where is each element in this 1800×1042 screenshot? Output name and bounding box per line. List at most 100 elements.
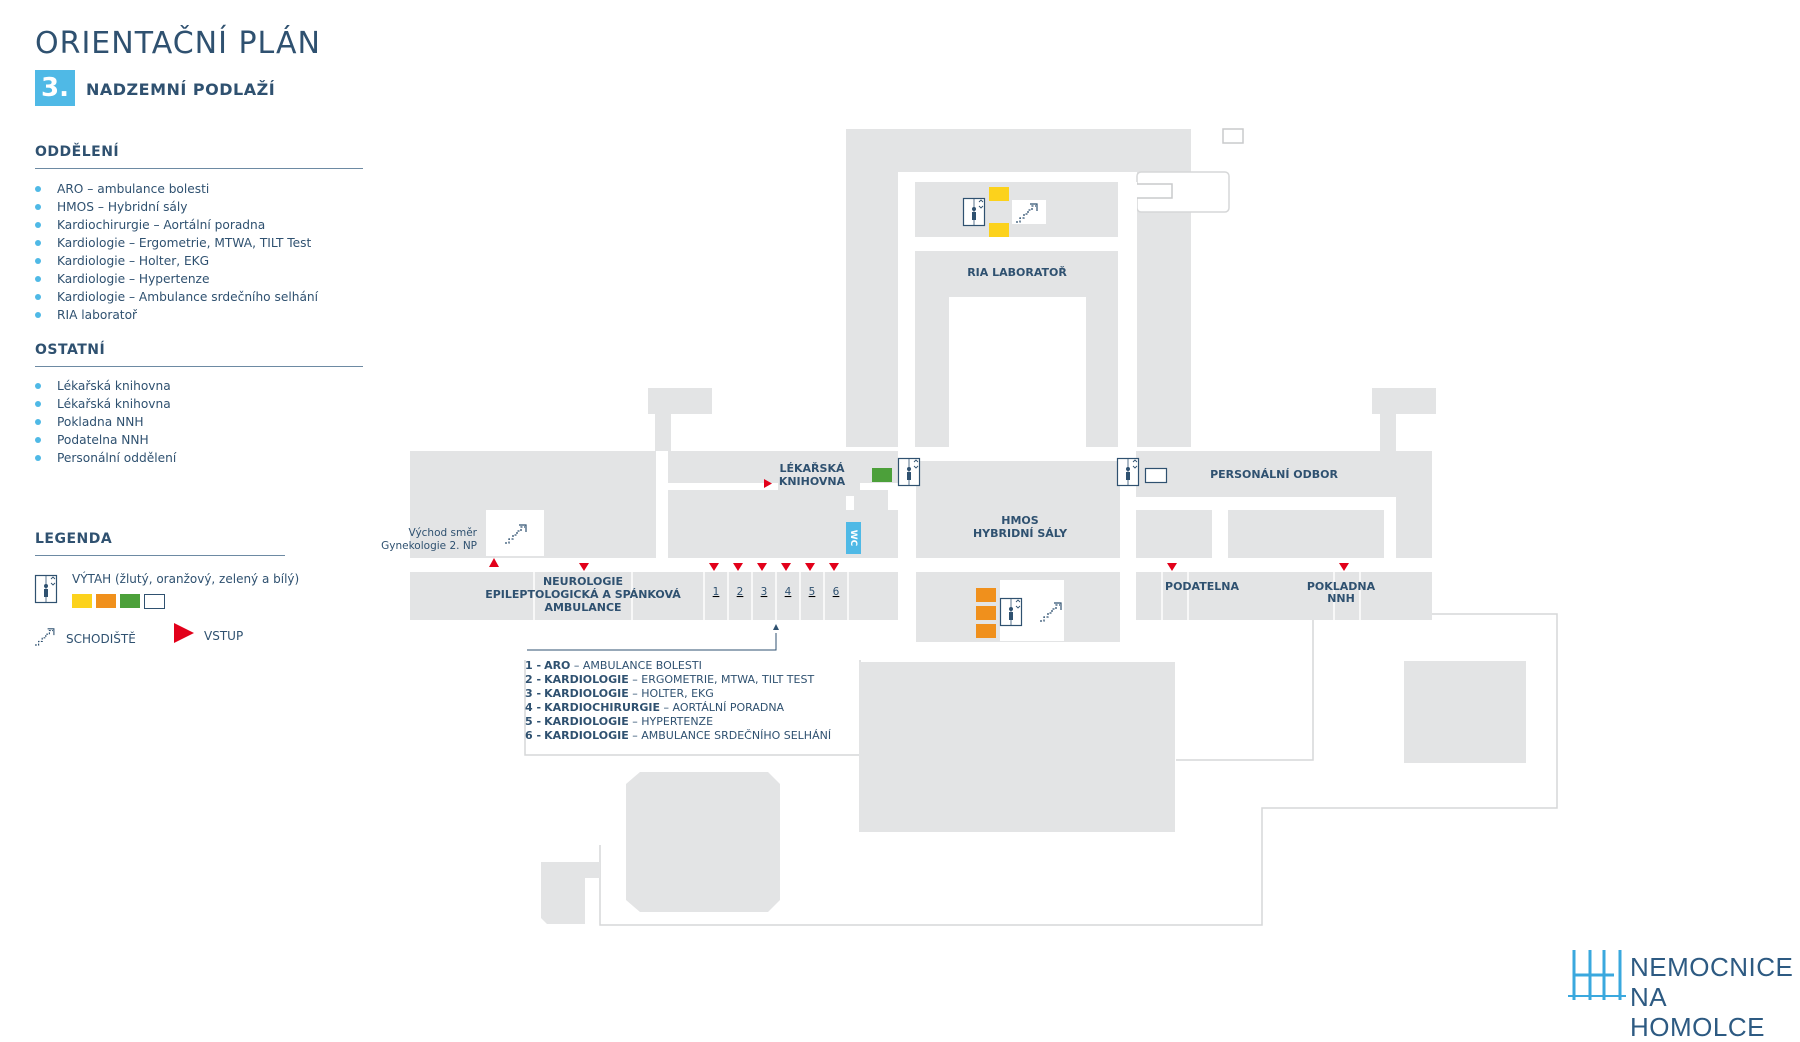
other-item[interactable]: Lékařská knihovna xyxy=(35,377,176,395)
other-item[interactable]: Personální oddělení xyxy=(35,449,176,467)
hmos-label[interactable]: HMOS xyxy=(1001,514,1039,527)
entrance-icon[interactable] xyxy=(757,563,767,571)
exit-label: Gynekologie 2. NP xyxy=(381,540,477,552)
clinic-item[interactable]: 2 -KARDIOLOGIE – ERGOMETRIE, MTWA, TILT … xyxy=(525,673,814,686)
library-room xyxy=(778,454,860,496)
departments-list: ARO – ambulance bolesti HMOS – Hybridní … xyxy=(35,180,318,324)
floor-number-badge: 3. xyxy=(35,70,75,106)
legend-heading: LEGENDA xyxy=(35,531,113,547)
elevator-orange[interactable] xyxy=(976,606,996,620)
hospital-logo: NEMOCNICE NA HOMOLCE xyxy=(1630,952,1800,1042)
entrances xyxy=(489,479,1349,571)
callout-line xyxy=(527,633,777,651)
neurology-label[interactable]: AMBULANCE xyxy=(544,601,621,614)
map-labels: RIA LABORATOŘ LÉKAŘSKÁ KNIHOVNA HMOS HYB… xyxy=(485,266,1375,614)
wc-marker[interactable] xyxy=(846,522,861,554)
legend-stairs-label: SCHODIŠTĚ xyxy=(66,632,136,646)
wc-label: WC xyxy=(848,530,858,547)
clinic-item[interactable]: 5 -KARDIOLOGIE – HYPERTENZE xyxy=(525,715,713,728)
entrance-icon[interactable] xyxy=(1339,563,1349,571)
room-number[interactable]: 2 xyxy=(737,586,744,598)
elevator-green[interactable] xyxy=(872,468,892,482)
entrance-icon[interactable] xyxy=(781,563,791,571)
neurology-label[interactable]: NEUROLOGIE xyxy=(543,575,623,588)
legend-entrance-label: VSTUP xyxy=(204,629,244,643)
page-title: ORIENTAČNÍ PLÁN xyxy=(35,26,321,61)
clinic-item[interactable]: 3 -KARDIOLOGIE – HOLTER, EKG xyxy=(525,687,714,700)
room-number[interactable]: 3 xyxy=(761,586,768,598)
room-numbers: 1 2 3 4 5 6 xyxy=(713,586,840,598)
logo-line: NA HOMOLCE xyxy=(1630,982,1765,1042)
room-number[interactable]: 5 xyxy=(809,586,816,598)
neurology-label[interactable]: EPILEPTOLOGICKÁ A SPÁNKOVÁ xyxy=(485,588,681,601)
other-item[interactable]: Podatelna NNH xyxy=(35,431,176,449)
elevator-yellow[interactable] xyxy=(989,223,1009,237)
library-label[interactable]: KNIHOVNA xyxy=(779,475,846,488)
room-number[interactable]: 1 xyxy=(713,586,720,598)
other-item[interactable]: Lékařská knihovna xyxy=(35,395,176,413)
elevator-orange[interactable] xyxy=(976,624,996,638)
legend-divider xyxy=(35,555,285,556)
callout-arrow-icon xyxy=(773,624,779,630)
elevator-icon[interactable] xyxy=(999,597,1023,627)
pokladna-label[interactable]: NNH xyxy=(1327,592,1355,605)
legend-yellow-swatch xyxy=(72,594,92,608)
legend-orange-swatch xyxy=(96,594,116,608)
department-item[interactable]: ARO – ambulance bolesti xyxy=(35,180,318,198)
hospital-logo-icon xyxy=(1568,950,1626,1000)
hmos-label[interactable]: HYBRIDNÍ SÁLY xyxy=(973,527,1068,540)
department-item[interactable]: Kardiologie – Holter, EKG xyxy=(35,252,318,270)
entrance-icon[interactable] xyxy=(829,563,839,571)
corridors xyxy=(481,171,1553,661)
others-heading: OSTATNÍ xyxy=(35,342,106,358)
legend-elevator-label: VÝTAH (žlutý, oranžový, zelený a bílý) xyxy=(72,572,300,586)
entrance-icon[interactable] xyxy=(579,563,589,571)
elevator-orange[interactable] xyxy=(976,588,996,602)
legend-elevator-icon xyxy=(34,574,58,604)
entrance-icon[interactable] xyxy=(709,563,719,571)
department-item[interactable]: Kardiologie – Hypertenze xyxy=(35,270,318,288)
entrance-icon[interactable] xyxy=(489,558,499,567)
clinic-item[interactable]: 1 -ARO – AMBULANCE BOLESTI xyxy=(525,659,702,672)
department-item[interactable]: Kardiochirurgie – Aortální poradna xyxy=(35,216,318,234)
entrance-icon[interactable] xyxy=(1167,563,1177,571)
entrance-icon[interactable] xyxy=(805,563,815,571)
clinic-item[interactable]: 6 -KARDIOLOGIE – AMBULANCE SRDEČNÍHO SEL… xyxy=(525,729,831,742)
elevator-icon[interactable] xyxy=(1116,457,1140,487)
logo-line: NEMOCNICE xyxy=(1630,952,1794,982)
legend-entrance-icon xyxy=(174,623,194,643)
library-label[interactable]: LÉKAŘSKÁ xyxy=(780,462,845,475)
room-number[interactable]: 4 xyxy=(785,586,792,598)
others-list: Lékařská knihovna Lékařská knihovna Pokl… xyxy=(35,377,176,467)
departments-divider xyxy=(35,168,363,169)
exit-labels: Východ směr Gynekologie 2. NP xyxy=(381,527,478,552)
elevator-yellow[interactable] xyxy=(989,187,1009,201)
elevator-icon[interactable] xyxy=(897,457,921,487)
department-item[interactable]: HMOS – Hybridní sály xyxy=(35,198,318,216)
room-number[interactable]: 6 xyxy=(833,586,840,598)
departments-heading: ODDĚLENÍ xyxy=(35,144,120,160)
ria-label[interactable]: RIA LABORATOŘ xyxy=(967,266,1067,279)
legend-green-swatch xyxy=(120,594,140,608)
personnel-label[interactable]: PERSONÁLNÍ ODBOR xyxy=(1210,468,1338,481)
stairs-area-north xyxy=(1012,200,1046,224)
elevator-white[interactable] xyxy=(1144,467,1168,484)
podatelna-label[interactable]: PODATELNA xyxy=(1165,580,1239,593)
legend-stairs-icon xyxy=(34,628,55,646)
exit-label: Východ směr xyxy=(409,527,478,539)
stairs-area-west xyxy=(486,510,544,556)
room-dividers xyxy=(533,572,1361,620)
floor-name: NADZEMNÍ PODLAŽÍ xyxy=(86,80,276,99)
department-item[interactable]: RIA laboratoř xyxy=(35,306,318,324)
entrance-icon[interactable] xyxy=(764,479,772,488)
department-item[interactable]: Kardiologie – Ambulance srdečního selhán… xyxy=(35,288,318,306)
elevator-icon[interactable] xyxy=(962,197,986,227)
other-item[interactable]: Pokladna NNH xyxy=(35,413,176,431)
pokladna-label[interactable]: POKLADNA xyxy=(1307,580,1376,593)
legend-white-swatch xyxy=(144,594,165,609)
clinic-item[interactable]: 4 -KARDIOCHIRURGIE – AORTÁLNÍ PORADNA xyxy=(525,701,785,714)
department-item[interactable]: Kardiologie – Ergometrie, MTWA, TILT Tes… xyxy=(35,234,318,252)
entrance-icon[interactable] xyxy=(733,563,743,571)
others-divider xyxy=(35,366,363,367)
